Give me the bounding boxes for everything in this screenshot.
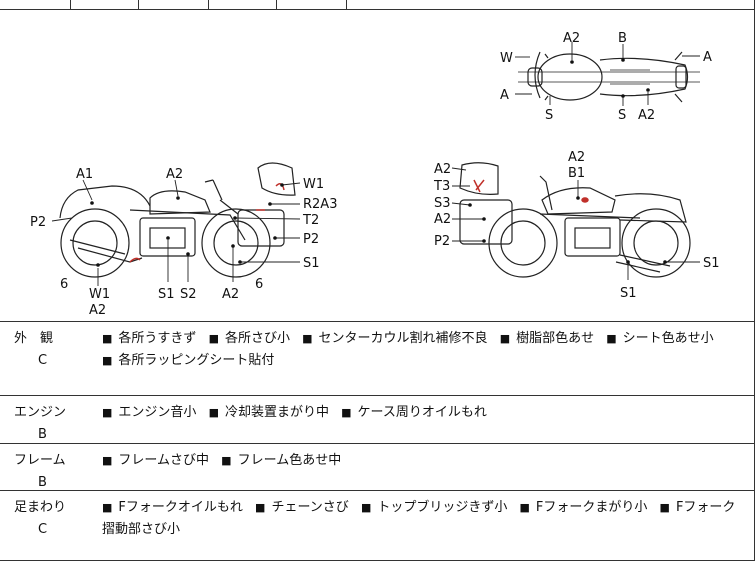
item: エンジン音小 xyxy=(118,405,197,420)
row-category: エンジン B xyxy=(14,402,84,446)
label-a-top-left: A xyxy=(500,88,509,103)
label-p2-right: P2 xyxy=(303,232,319,247)
category-label: エンジン xyxy=(14,405,67,420)
label-r2a3: R2A3 xyxy=(303,197,337,212)
item: ケース周りオイルもれ xyxy=(357,405,487,420)
label-a-top-right: A xyxy=(703,50,712,65)
top-view-motorcycle xyxy=(518,51,700,103)
label-w1-right: W1 xyxy=(303,177,324,192)
label-t2: T2 xyxy=(302,213,319,228)
item: Fフォークまがり小 xyxy=(535,500,648,515)
label-p2-side: P2 xyxy=(434,234,450,249)
label-b1: B1 xyxy=(568,166,585,181)
item: 各所うすきず xyxy=(118,331,197,346)
label-6-front: 6 xyxy=(60,277,68,292)
item: フレーム色あせ中 xyxy=(237,453,342,468)
label-s-top-right: S xyxy=(618,108,626,123)
marker-dots xyxy=(90,58,667,267)
label-a2-top-rear: A2 xyxy=(638,108,655,123)
condition-row-engine: エンジン B ■エンジン音小 ■冷却装置まがり中 ■ケース周りオイルもれ xyxy=(0,396,755,444)
item: 冷却装置まがり中 xyxy=(224,405,329,420)
grade-label: C xyxy=(38,522,48,537)
condition-row-exterior: 外 観 C ■各所うすきず ■各所さび小 ■センターカウル割れ補修不良 ■樹脂部… xyxy=(0,322,755,396)
label-a2-side: A2 xyxy=(434,212,451,227)
condition-row-frame: フレーム B ■フレームさび中 ■フレーム色あせ中 xyxy=(0,444,755,491)
item: フレームさび中 xyxy=(118,453,210,468)
item: 各所さび小 xyxy=(224,331,290,346)
grade-label: B xyxy=(38,475,47,490)
label-s1-right: S1 xyxy=(303,256,320,271)
item-list: ■エンジン音小 ■冷却装置まがり中 ■ケース周りオイルもれ xyxy=(102,405,487,420)
label-a2-wheel: A2 xyxy=(222,287,239,302)
label-a2-low: A2 xyxy=(89,303,106,318)
motorcycle-diagram-svg: A1 A2 P2 6 W1 A2 S1 S2 A2 6 W1 R2A3 T2 P… xyxy=(30,31,720,318)
label-6-rear: 6 xyxy=(255,277,263,292)
label-s1-rear: S1 xyxy=(703,256,720,271)
label-a2-tank-right: A2 xyxy=(568,150,585,165)
item-list: ■各所うすきず ■各所さび小 ■センターカウル割れ補修不良 ■樹脂部色あせ ■シ… xyxy=(102,331,714,368)
item: チェーンさび xyxy=(271,500,349,515)
condition-row-suspension: 足まわり C ■Fフォークオイルもれ ■チェーンさび ■トップブリッジきず小 ■… xyxy=(0,491,755,560)
right-side-motorcycle xyxy=(459,162,691,278)
category-label: フレーム xyxy=(14,453,66,468)
item: Fフォーク摺動部さび小 xyxy=(102,500,736,537)
label-s1-bottom: S1 xyxy=(620,286,637,301)
label-s3: S3 xyxy=(434,196,451,211)
leader-lines xyxy=(51,42,700,286)
item-list: ■フレームさび中 ■フレーム色あせ中 xyxy=(102,453,342,468)
label-t3: T3 xyxy=(433,179,450,194)
label-s-top-left: S xyxy=(545,108,553,123)
label-s2-left: S2 xyxy=(180,287,197,302)
row-category: フレーム B xyxy=(14,450,84,494)
label-w-top: W xyxy=(500,51,513,66)
category-label: 外 観 xyxy=(14,331,54,346)
item: 各所ラッピングシート貼付 xyxy=(118,353,275,368)
item-list: ■Fフォークオイルもれ ■チェーンさび ■トップブリッジきず小 ■Fフォークまが… xyxy=(102,500,736,537)
label-a2-cowl: A2 xyxy=(434,162,451,177)
label-w1-low: W1 xyxy=(89,287,110,302)
item: センターカウル割れ補修不良 xyxy=(318,331,488,346)
row-category: 外 観 C xyxy=(14,328,84,372)
item: シート色あせ小 xyxy=(622,331,714,346)
grade-label: C xyxy=(38,353,48,368)
row-category: 足まわり C xyxy=(14,497,84,541)
top-table-strip xyxy=(0,0,755,10)
category-label: 足まわり xyxy=(14,500,67,515)
item: 樹脂部色あせ xyxy=(516,331,595,346)
label-a2-top: A2 xyxy=(563,31,580,46)
label-a1: A1 xyxy=(76,167,93,182)
grade-label: B xyxy=(38,427,47,442)
damage-diagram: A1 A2 P2 6 W1 A2 S1 S2 A2 6 W1 R2A3 T2 P… xyxy=(0,10,755,322)
left-side-motorcycle xyxy=(59,162,296,278)
label-a2-tank: A2 xyxy=(166,167,183,182)
item: Fフォークオイルもれ xyxy=(118,500,243,515)
item: トップブリッジきず小 xyxy=(377,500,508,515)
label-b-top: B xyxy=(618,31,627,46)
label-s1-left: S1 xyxy=(158,287,175,302)
label-p2-left: P2 xyxy=(30,215,46,230)
